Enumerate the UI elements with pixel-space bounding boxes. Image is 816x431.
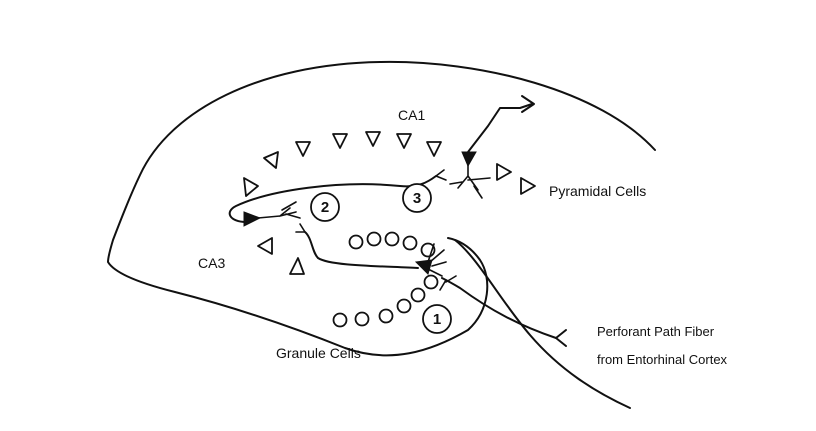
pyramidal-cell bbox=[243, 177, 259, 197]
granule-cell bbox=[396, 298, 412, 314]
granule-cell bbox=[420, 242, 436, 258]
perforant-input-arrow bbox=[555, 329, 567, 347]
granule-cell bbox=[366, 231, 382, 247]
ca1-label: CA1 bbox=[398, 107, 425, 123]
pyramidal-cell bbox=[263, 151, 279, 169]
granule-cell bbox=[402, 235, 418, 251]
ca1-axon bbox=[467, 103, 533, 153]
granule-cell bbox=[423, 274, 439, 290]
perforant-path-label: Perforant Path Fiber bbox=[597, 324, 715, 339]
pyramidal-cell bbox=[295, 141, 311, 157]
pyramidal-cell bbox=[496, 163, 512, 181]
granule-cell bbox=[410, 287, 426, 303]
mossy-fiber-pathway bbox=[295, 223, 447, 277]
pyramidal-cell bbox=[257, 237, 273, 255]
dentate-gyrus-outline bbox=[454, 239, 631, 409]
granule-cell-body bbox=[414, 259, 433, 275]
perforant-path bbox=[439, 275, 567, 347]
synapse-label-1: 1 bbox=[433, 311, 441, 328]
synapse-label-3: 3 bbox=[413, 190, 421, 207]
ca3-label: CA3 bbox=[198, 255, 225, 271]
granule-cell bbox=[332, 312, 348, 328]
perforant-fiber bbox=[441, 277, 557, 339]
granule-cell bbox=[378, 308, 394, 324]
pyramidal-cell bbox=[289, 257, 305, 275]
ca3-dendrites bbox=[257, 201, 301, 219]
ca1-output-arrow bbox=[521, 95, 535, 113]
granule-dendrites bbox=[427, 243, 447, 277]
granule-cell bbox=[348, 234, 364, 250]
ca3-cell-body bbox=[243, 211, 262, 227]
pyramidal-cells-label: Pyramidal Cells bbox=[549, 183, 646, 199]
pyramidal-cell-layer bbox=[243, 131, 536, 275]
schaffer-terminal bbox=[435, 169, 447, 181]
hippocampus-outline bbox=[107, 60, 656, 357]
mossy-fiber-terminal bbox=[295, 223, 306, 233]
synapse-badge-2: 2 bbox=[310, 192, 340, 222]
synapse-label-2: 2 bbox=[321, 199, 329, 216]
pyramidal-cell bbox=[365, 131, 381, 147]
granule-cells-label: Granule Cells bbox=[276, 345, 361, 361]
granule-cell bbox=[354, 311, 370, 327]
ca1-dendrites bbox=[449, 163, 491, 199]
synapse-badge-1: 1 bbox=[422, 304, 452, 334]
pyramidal-cell bbox=[520, 177, 536, 195]
entorhinal-cortex-label: from Entorhinal Cortex bbox=[597, 352, 728, 367]
pyramidal-cell bbox=[426, 141, 442, 157]
pyramidal-cell bbox=[332, 133, 348, 149]
granule-cell-layer bbox=[332, 231, 439, 328]
pyramidal-cell bbox=[396, 133, 412, 149]
synapse-badge-3: 3 bbox=[402, 183, 432, 213]
mossy-fiber bbox=[304, 231, 419, 269]
ca1-cell-body bbox=[461, 151, 477, 168]
perforant-terminal bbox=[439, 275, 457, 291]
granule-cell bbox=[384, 231, 400, 247]
ca1-output-pathway bbox=[449, 95, 535, 199]
